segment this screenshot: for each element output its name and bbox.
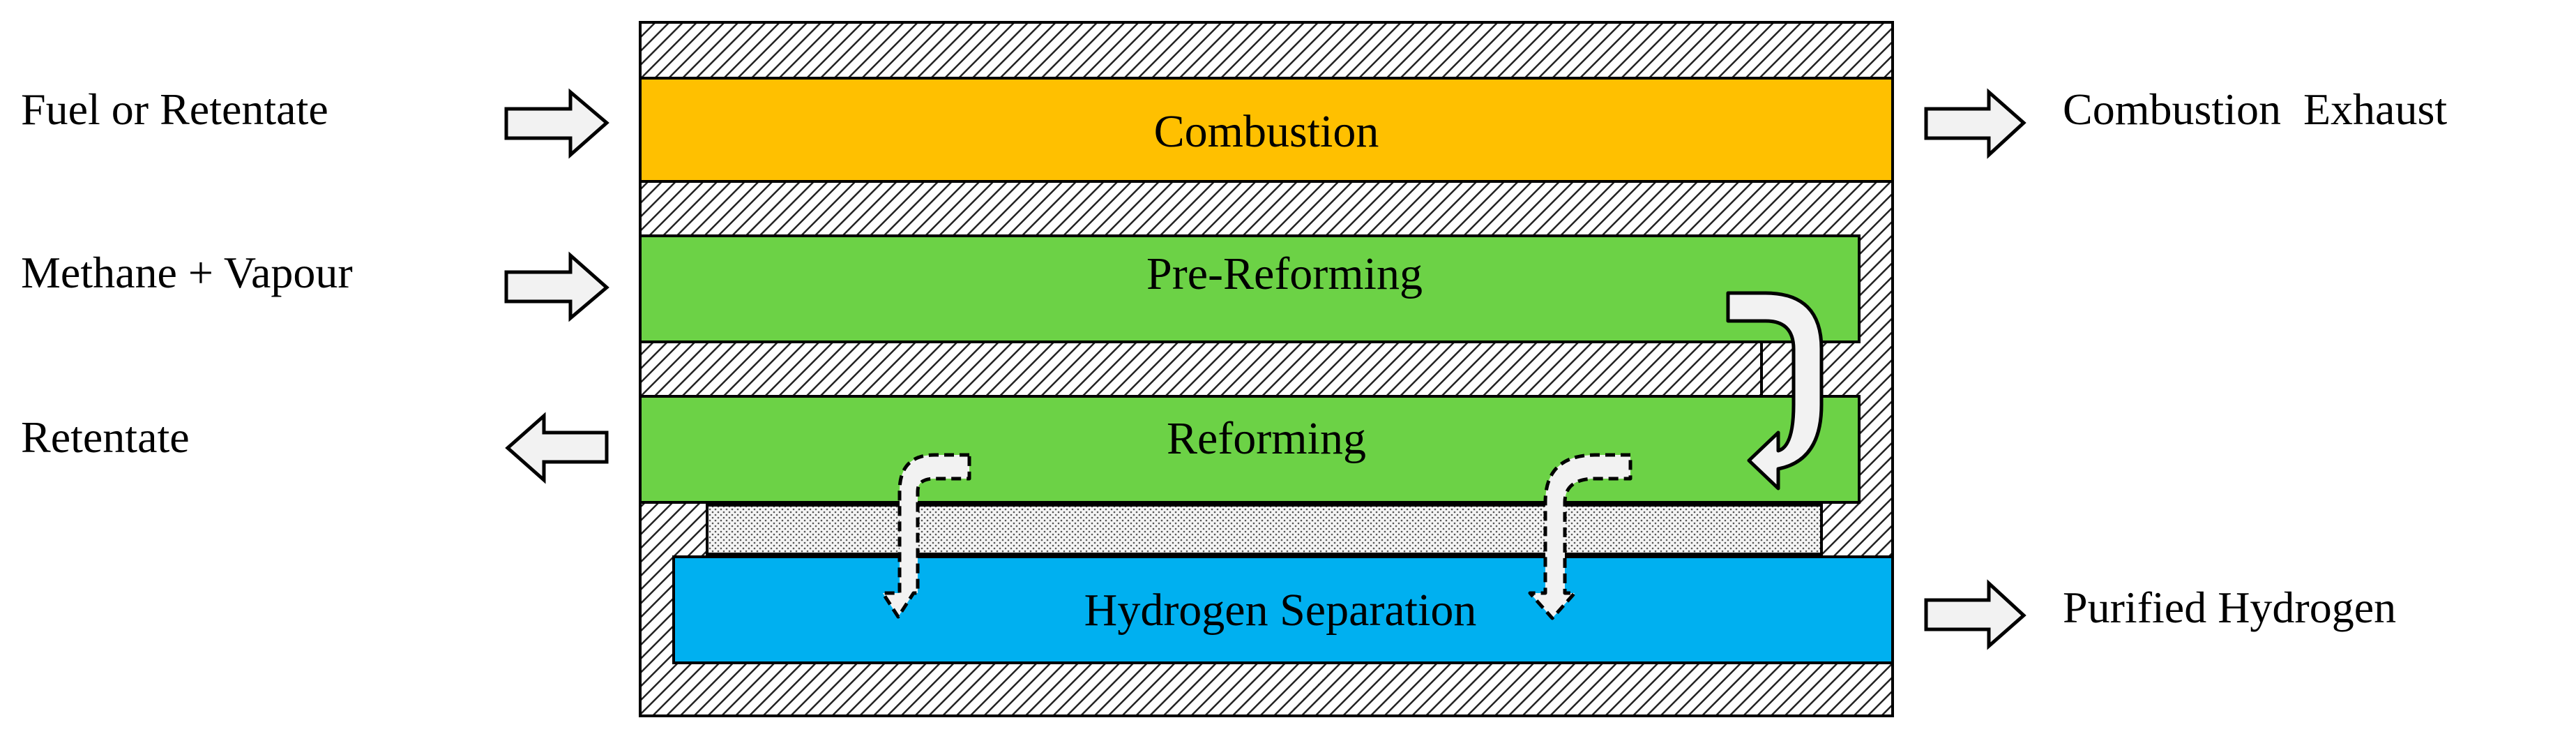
permeation-arrow-right-icon bbox=[1528, 453, 1632, 620]
retentate-outlet-arrow-icon bbox=[505, 412, 609, 484]
separator-wall bbox=[639, 340, 1763, 398]
reforming-label: Reforming bbox=[1167, 413, 1366, 464]
retentate-output-label: Retentate bbox=[21, 412, 190, 462]
pre-reforming-label: Pre-Reforming bbox=[1146, 248, 1423, 299]
hydrogen-outlet-arrow-icon bbox=[1924, 579, 2026, 650]
u-turn-arrow-icon bbox=[1726, 291, 1824, 491]
hydrogen-output-label: Purified Hydrogen bbox=[2063, 583, 2396, 632]
fuel-input-label: Fuel or Retentate bbox=[21, 84, 328, 134]
permeation-arrow-left-icon bbox=[881, 453, 971, 619]
methane-inlet-arrow-icon bbox=[504, 251, 609, 322]
exhaust-outlet-arrow-icon bbox=[1924, 88, 2026, 159]
hydrogen-separation-zone bbox=[672, 555, 1894, 664]
combustion-label: Combustion bbox=[1154, 106, 1379, 157]
combustion-zone bbox=[639, 77, 1894, 183]
reforming-zone bbox=[639, 395, 1861, 504]
pre-reforming-zone bbox=[639, 234, 1861, 343]
hydrogen-separation-label: Hydrogen Separation bbox=[1084, 585, 1477, 636]
fuel-inlet-arrow-icon bbox=[504, 88, 609, 159]
methane-input-label: Methane + Vapour bbox=[21, 248, 353, 297]
exhaust-output-label: Combustion Exhaust bbox=[2063, 84, 2447, 134]
membrane bbox=[706, 504, 1823, 555]
